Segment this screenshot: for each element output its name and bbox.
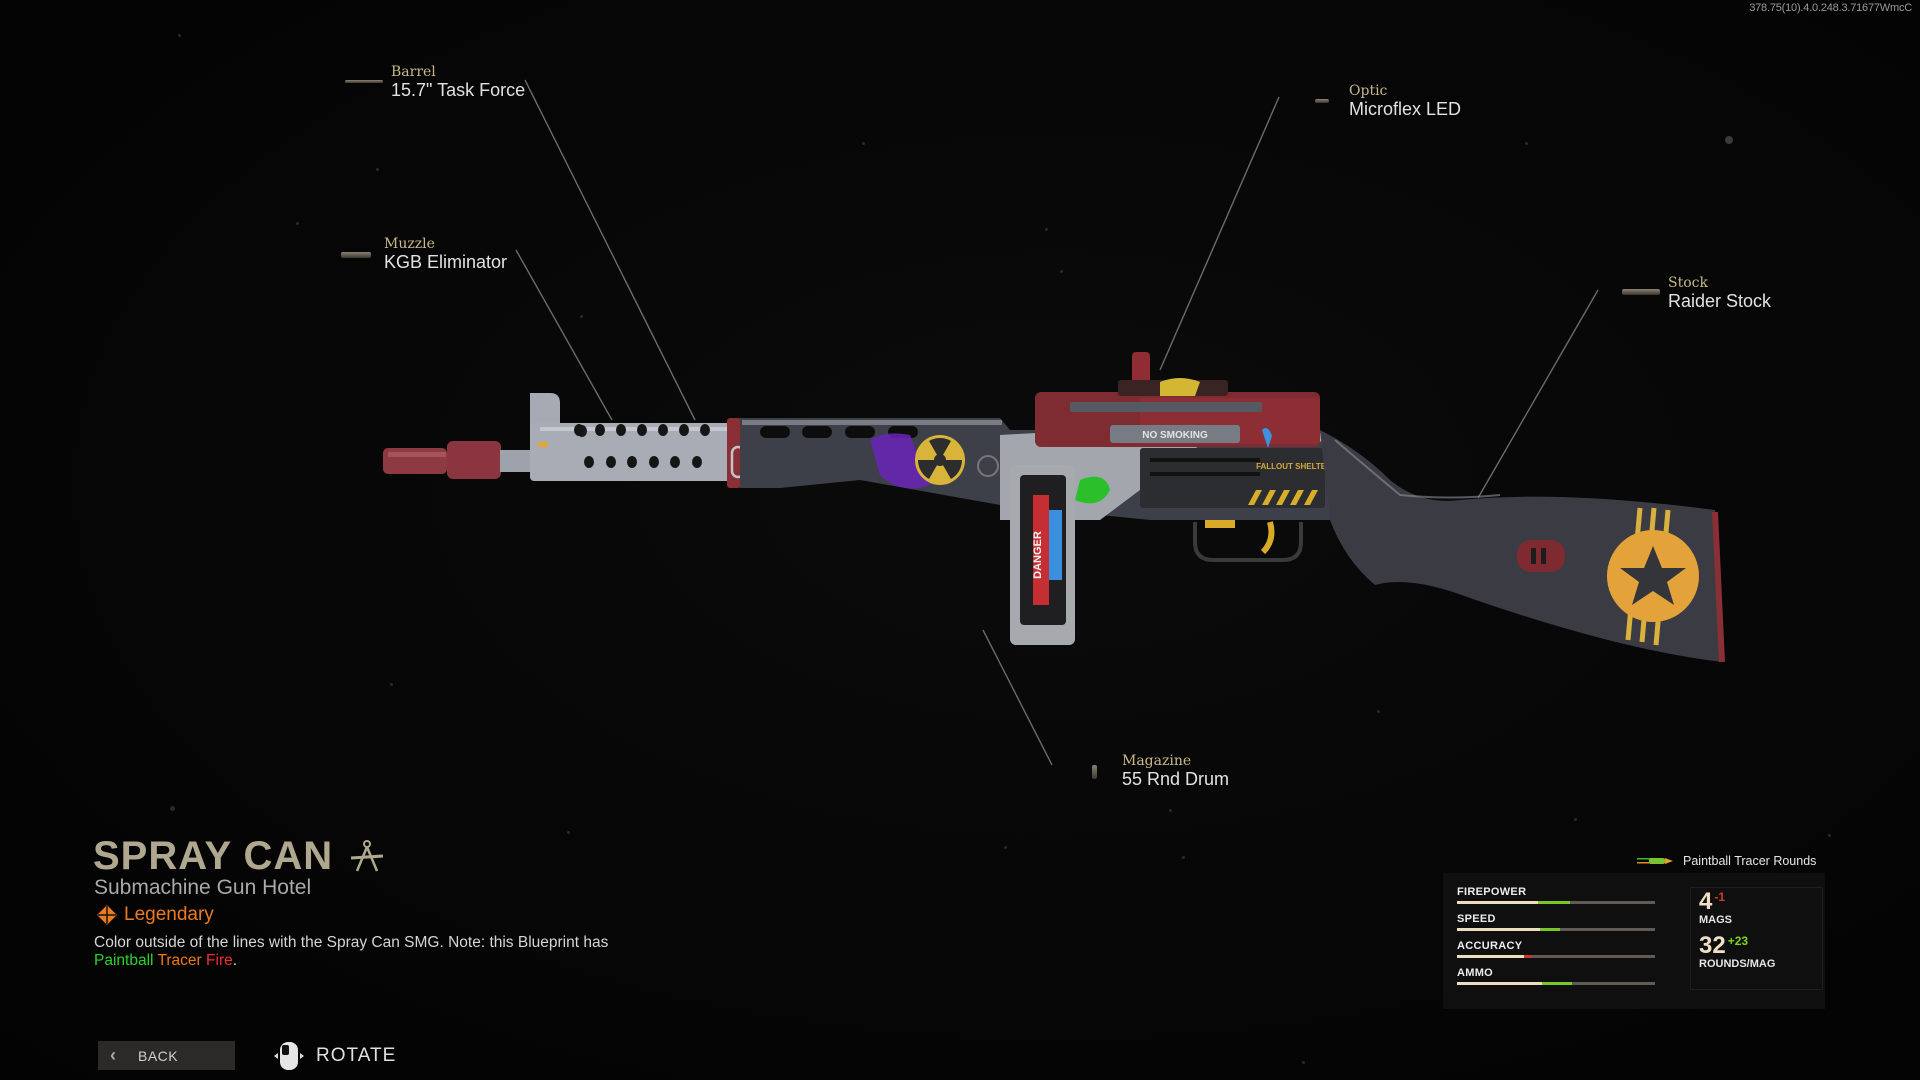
back-button[interactable]: ‹ BACK [98, 1041, 235, 1070]
attachment-slot-label: Stock [1668, 275, 1708, 291]
description-paintball: Paintball [94, 952, 154, 969]
attachment-name: 15.7" Task Force [391, 80, 526, 100]
magazine-leader [982, 629, 1053, 766]
weapon-description: Color outside of the lines with the Spra… [94, 934, 614, 970]
stat-bar-base [1457, 928, 1541, 931]
stat-bar [1457, 928, 1655, 931]
attachment-slot-label: Optic [1349, 83, 1388, 99]
stat-ammo: AMMO [1457, 967, 1655, 985]
description-fire: Fire [206, 952, 233, 969]
stats-panel: FIREPOWER SPEED ACCURACY AMMO 4-1 MAGS 3… [1443, 873, 1825, 1009]
magazine-icon [1092, 765, 1097, 779]
weapon-muzzle [383, 441, 501, 479]
stock-icon [1622, 289, 1660, 295]
stat-bar [1457, 982, 1655, 985]
stat-bar [1457, 901, 1655, 904]
tracer-round-icon [1637, 858, 1673, 864]
description-text: Color outside of the lines with the Spra… [94, 934, 609, 951]
rounds-value: 32 [1699, 932, 1726, 959]
weapon-name-row: SPRAY CAN [93, 834, 385, 879]
attachment-name: Raider Stock [1668, 291, 1772, 311]
rounds-label: ROUNDS/MAG [1699, 958, 1776, 970]
stat-bar-base [1457, 901, 1539, 904]
leader-lines [515, 79, 1599, 766]
rounds-stat: 32+23 ROUNDS/MAG [1699, 932, 1775, 970]
handguard-holes [574, 424, 710, 468]
stat-accuracy: ACCURACY [1457, 940, 1655, 958]
back-label: BACK [138, 1047, 179, 1064]
rotate-control[interactable]: ROTATE [272, 1039, 396, 1073]
weapon-stock [1320, 430, 1725, 663]
weapon-magazine: DANGER [1010, 465, 1075, 645]
stat-name: ACCURACY [1457, 940, 1523, 952]
no-smoking-decal: NO SMOKING [1142, 430, 1208, 441]
mags-label: MAGS [1699, 914, 1732, 926]
attachment-name: Microflex LED [1349, 99, 1462, 119]
rarity-row: Legendary [96, 904, 214, 926]
fallout-shelter-decal: FALLOUT SHELTER [1256, 462, 1332, 471]
optic-icon [1315, 99, 1329, 103]
danger-decal: DANGER [1032, 531, 1044, 579]
mags-value: 4 [1699, 888, 1713, 915]
optic-leader [1159, 96, 1280, 371]
stat-firepower: FIREPOWER [1457, 886, 1655, 904]
weapon-lower: FALLOUT SHELTER [1140, 448, 1332, 562]
build-version: 378.75(10).4.0.248.3.71677WmcC [1749, 2, 1912, 14]
barrel-leader [524, 79, 696, 421]
muzzle-icon [341, 252, 371, 258]
radiation-symbol-decal [915, 435, 965, 485]
stat-bar-base [1457, 955, 1525, 958]
mouse-drag-icon [274, 1042, 304, 1070]
attachment-slot-label: Magazine [1122, 753, 1192, 769]
chevron-left-icon: ‹ [110, 1045, 116, 1065]
weapon-barrel [500, 393, 746, 488]
description-suffix: . [232, 952, 238, 969]
attachment-name: KGB Eliminator [384, 252, 508, 272]
stat-bar-base [1457, 982, 1543, 985]
muzzle-leader [515, 249, 613, 421]
weapon-optic: NO SMOKING [1070, 352, 1272, 448]
stat-name: SPEED [1457, 913, 1496, 925]
stat-bar-delta [1540, 928, 1560, 931]
stock-leader [1477, 289, 1599, 499]
weapon-name: SPRAY CAN [93, 834, 334, 878]
rarity-label: Legendary [124, 904, 214, 925]
ammo-type-label: Paintball Tracer Rounds [1683, 854, 1817, 868]
ammo-summary: 4-1 MAGS 32+23 ROUNDS/MAG [1690, 887, 1823, 990]
description-tracer: Tracer [157, 952, 202, 969]
rounds-delta: +23 [1727, 934, 1749, 948]
legendary-rarity-icon [97, 905, 117, 925]
mags-delta: -1 [1714, 890, 1726, 904]
stat-name: FIREPOWER [1457, 886, 1527, 898]
attachment-slot-label: Muzzle [384, 236, 435, 252]
weapon-class: Submachine Gun Hotel [94, 876, 312, 899]
ammo-type: Paintball Tracer Rounds [1637, 854, 1816, 868]
stat-bar-delta [1538, 901, 1570, 904]
attachment-slot-label: Barrel [391, 64, 436, 80]
stat-bar-delta [1524, 955, 1533, 958]
stat-speed: SPEED [1457, 913, 1655, 931]
barrel-icon [345, 80, 383, 83]
stat-bar-delta [1542, 982, 1572, 985]
mags-stat: 4-1 MAGS [1699, 888, 1732, 926]
rotate-label: ROTATE [316, 1045, 397, 1066]
blueprint-compass-icon [351, 840, 384, 872]
stat-bar [1457, 955, 1655, 958]
stat-name: AMMO [1457, 967, 1494, 979]
attachment-name: 55 Rnd Drum [1122, 769, 1230, 789]
